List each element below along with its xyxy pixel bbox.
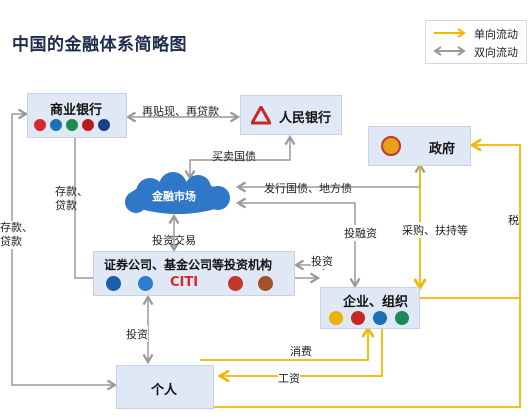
abc-logo-icon (66, 119, 78, 131)
edge-label-financing: 投融资 (344, 225, 377, 241)
securities-logo-5-icon (258, 276, 273, 291)
enterprise-label: 企业、组织 (343, 295, 409, 310)
boc-logo-icon (82, 119, 94, 131)
individual-label: 个人 (151, 383, 178, 398)
icbc-logo-icon (34, 119, 46, 131)
commercial-bank-label: 商业银行 (50, 103, 103, 118)
central-bank-box[interactable]: 人民银行 (240, 95, 342, 135)
citi-logo-icon: CITI (170, 275, 199, 290)
government-label: 政府 (429, 142, 456, 157)
enterprise-logo-4-icon (395, 311, 409, 325)
page-title: 中国的金融体系简略图 (12, 35, 187, 55)
edge-label-consumption: 消费 (290, 345, 312, 358)
edge-label-deposit-loan-2: 存款、 贷款 (0, 221, 33, 249)
bocom-logo-icon (98, 119, 110, 131)
edge-label-wage: 工资 (278, 370, 300, 386)
enterprise-logo-1-icon (329, 311, 343, 325)
enterprise-logo-3-icon (373, 311, 387, 325)
edge-label-invest-trade: 投资交易 (152, 234, 196, 247)
enterprise-box[interactable]: 企业、组织 (320, 287, 420, 329)
government-box[interactable]: 政府 (368, 126, 471, 166)
securities-box[interactable]: 证券公司、基金公司等投资机构 CITI (93, 251, 295, 296)
edge-label-rediscount: 再贴现、再贷款 (142, 105, 219, 118)
commercial-bank-box[interactable]: 商业银行 (27, 93, 127, 138)
securities-logo-4-icon (228, 276, 243, 291)
edge-label-invest-2: 投资 (126, 326, 148, 342)
national-emblem-icon (381, 136, 401, 156)
edge-label-procurement: 采购、扶持等 (402, 222, 468, 238)
financial-market-label: 金融市场 (152, 190, 196, 203)
legend: 单向流动 双向流动 (425, 20, 527, 64)
financial-market-cloud[interactable] (118, 172, 238, 220)
ccb-logo-icon (50, 119, 62, 131)
individual-box[interactable]: 个人 (116, 365, 214, 409)
enterprise-logo-2-icon (351, 311, 365, 325)
one-way-arrow-icon (434, 28, 466, 38)
edge-label-tax: 税 (508, 212, 519, 228)
securities-logo-1-icon (106, 276, 121, 291)
securities-logo-2-icon (138, 276, 153, 291)
securities-label: 证券公司、基金公司等投资机构 (104, 258, 273, 272)
edge-label-issue-bonds: 发行国债、地方债 (264, 182, 352, 195)
central-bank-label: 人民银行 (279, 111, 332, 126)
edge-label-deposit-loan-1: 存款、 贷款 (55, 185, 88, 212)
pboc-logo-icon (251, 106, 271, 125)
edge-label-trade-bonds: 买卖国债 (212, 150, 256, 163)
two-way-arrow-icon (433, 46, 466, 56)
edge-label-invest-1: 投资 (311, 253, 333, 269)
